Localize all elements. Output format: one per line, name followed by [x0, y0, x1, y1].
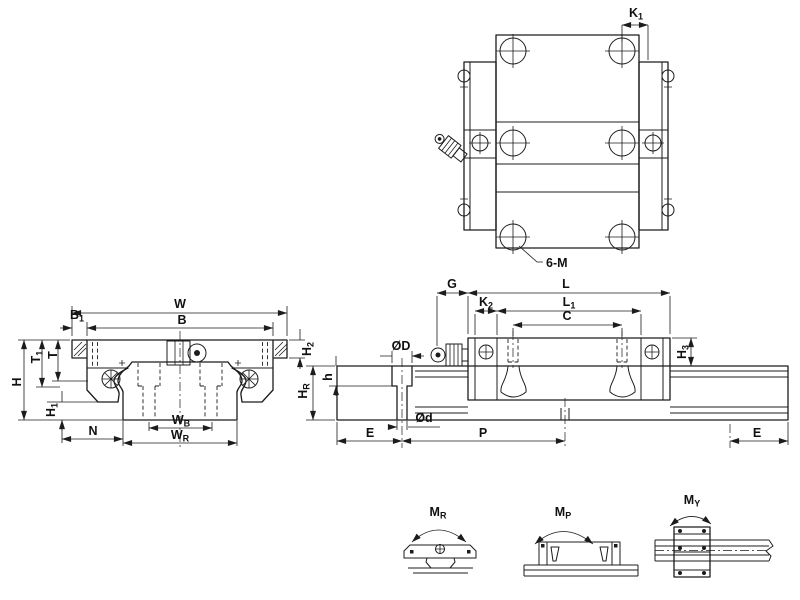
rail-side — [336, 365, 789, 421]
grease-nipple-front — [166, 340, 207, 366]
dim-label-6m: 6-M — [546, 256, 568, 270]
hole — [496, 126, 530, 160]
dim-label-hr: HR — [296, 383, 312, 399]
grease-nipple-top — [434, 133, 468, 163]
dim-label-b1: B1 — [70, 308, 84, 324]
hole — [605, 220, 639, 254]
dim-label-h: H — [10, 377, 24, 386]
top-view: K1 6-M — [434, 6, 675, 270]
dim-label-h2: H2 — [300, 342, 316, 356]
dim-label-l: L — [562, 277, 570, 291]
moment-diagram-mr: MR — [403, 505, 477, 574]
dim-label-w: W — [174, 297, 186, 311]
end-cap-screws — [101, 360, 259, 389]
front-view: W B B1 H2 T1 T H H1 N WB WR — [10, 297, 316, 448]
side-view-dimensions: G L K2 L1 C H3 ØD h HR Ød — [296, 277, 789, 445]
dim-label-p: P — [479, 426, 487, 440]
moment-label-mp: MP — [555, 505, 571, 521]
mounting-holes — [496, 34, 639, 254]
moment-label-my: MY — [684, 493, 700, 509]
moment-diagram-my: MY — [654, 493, 774, 578]
block-side — [467, 337, 671, 401]
dim-label-g: G — [447, 277, 457, 291]
dim-label-dia-D: ØD — [392, 339, 411, 353]
moment-arrow-my — [669, 515, 712, 527]
hole — [605, 126, 639, 160]
dim-label-t1: T1 — [29, 351, 45, 364]
dim-label-t: T — [46, 351, 60, 359]
dim-k1: K1 — [621, 6, 649, 60]
dim-label-h-small: h — [321, 373, 335, 381]
dim-label-e-right: E — [753, 426, 761, 440]
moment-diagram-mp: MP — [523, 505, 639, 577]
dim-label-k1: K1 — [629, 6, 643, 22]
hole — [496, 34, 530, 68]
dim-label-h1: H1 — [44, 403, 60, 417]
dim-label-dia-d: Ød — [415, 411, 432, 425]
hole — [496, 220, 530, 254]
moment-label-mr: MR — [430, 505, 447, 521]
grease-nipple-side — [430, 343, 469, 367]
front-view-dimensions: W B B1 H2 T1 T H H1 N WB WR — [10, 297, 316, 446]
dim-label-e-left: E — [366, 426, 374, 440]
dim-label-b: B — [177, 313, 186, 327]
dim-label-l1: L1 — [563, 295, 576, 311]
callout-6m: 6-M — [518, 245, 568, 270]
moment-arrow-mr — [411, 529, 467, 543]
dim-label-h3: H3 — [675, 345, 691, 359]
dim-label-c: C — [562, 309, 571, 323]
wing-corner-details — [457, 69, 675, 217]
moment-arrow-mp — [534, 531, 594, 545]
dim-label-n: N — [88, 424, 97, 438]
dim-label-k2: K2 — [479, 295, 493, 311]
dim-label-wr: WR — [171, 428, 190, 444]
wing-holes — [469, 132, 664, 154]
dim-label-wb: WB — [172, 413, 191, 429]
side-view: G L K2 L1 C H3 ØD h HR Ød — [296, 277, 789, 448]
